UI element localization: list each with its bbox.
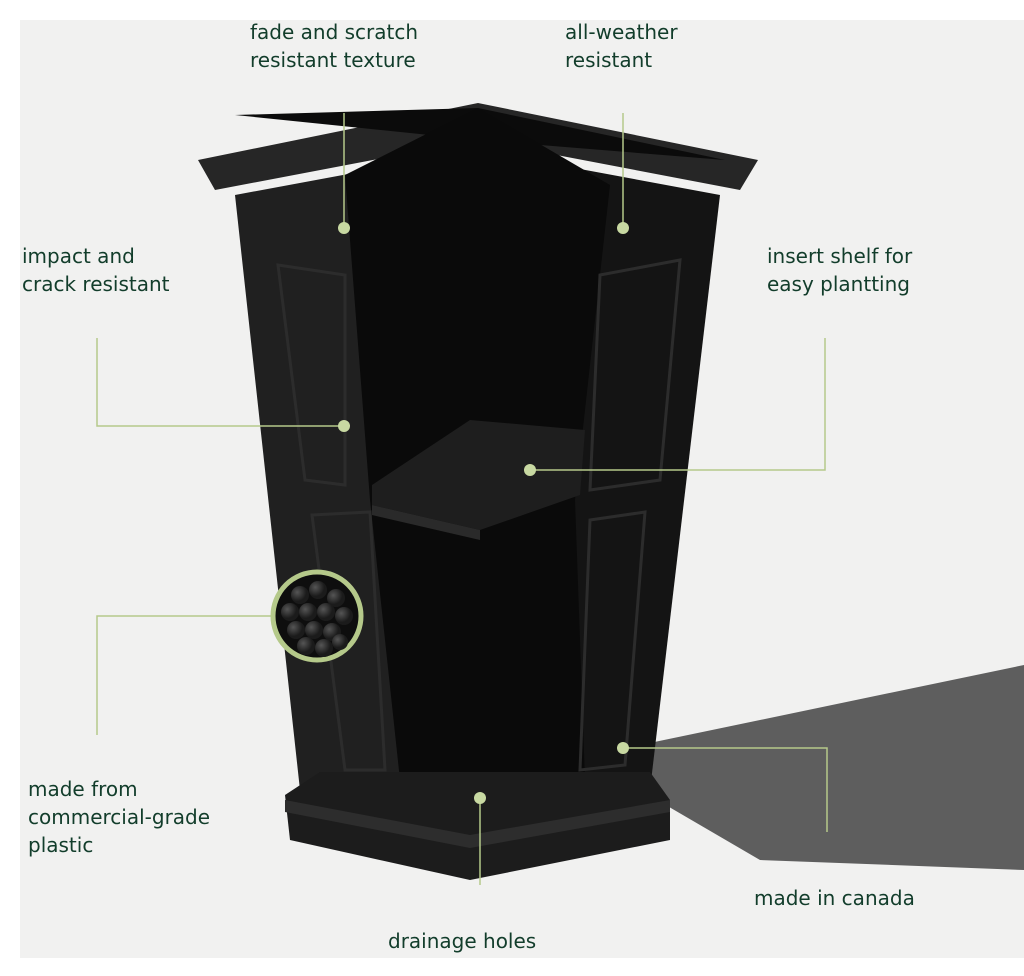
leader-lines [96, 113, 828, 885]
shadow [640, 665, 1024, 870]
label-all-weather: all-weather resistant [565, 20, 678, 72]
label-plastic: made from commercial-grade plastic [28, 777, 211, 857]
label-fade-scratch: fade and scratch resistant texture [250, 20, 419, 72]
callout-dots [338, 222, 629, 804]
planter-base [285, 772, 670, 880]
texture-magnifier [270, 569, 364, 663]
label-impact: impact and crack resistant [22, 244, 170, 296]
label-made-in-canada: made in canada [754, 886, 915, 910]
label-drainage: drainage holes [388, 929, 537, 953]
label-insert-shelf: insert shelf for easy plantting [767, 244, 913, 296]
insert-shelf [372, 420, 585, 530]
